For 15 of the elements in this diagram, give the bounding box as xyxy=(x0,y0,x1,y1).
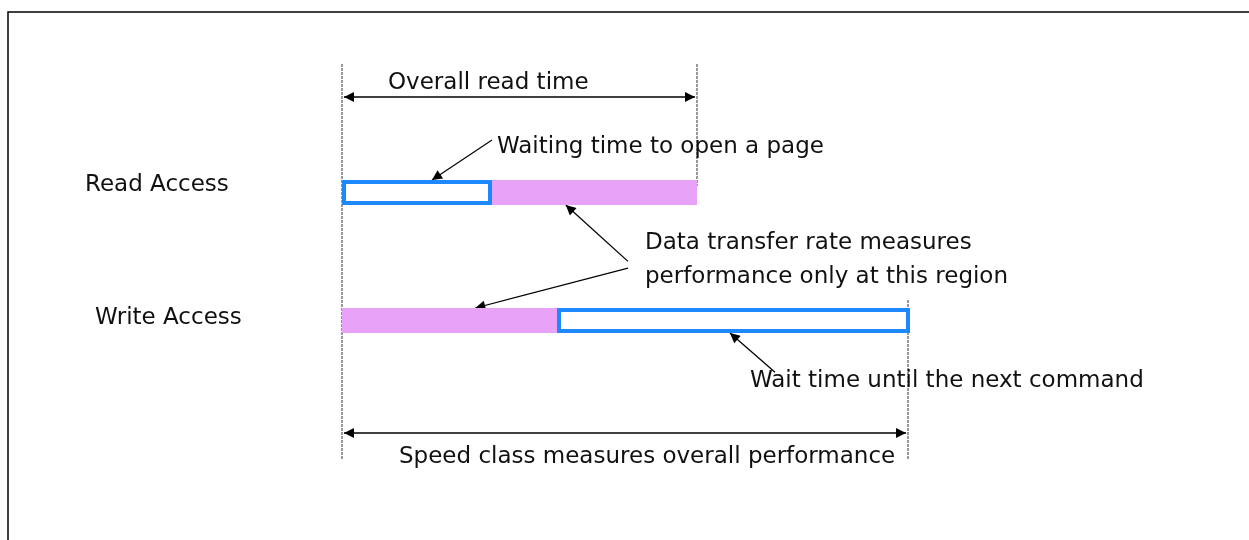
leader-line xyxy=(729,332,776,373)
wait-time-bar xyxy=(557,308,910,333)
leader-line xyxy=(431,139,493,181)
dimension-label: Speed class measures overall performance xyxy=(399,441,896,470)
row-label: Read Access xyxy=(85,169,229,198)
wait-time-bar xyxy=(342,180,492,205)
transfer-time-bar xyxy=(342,308,557,333)
transfer-time-bar xyxy=(492,180,697,205)
callout-text: Wait time until the next command xyxy=(750,362,1144,396)
dimension-label: Overall read time xyxy=(388,67,589,96)
callout-text: Waiting time to open a page xyxy=(497,128,824,162)
leader-line xyxy=(474,267,629,311)
leader-line xyxy=(565,204,629,262)
callout-text: Data transfer rate measures performance only at this region xyxy=(645,224,1105,292)
row-label: Write Access xyxy=(95,302,242,331)
